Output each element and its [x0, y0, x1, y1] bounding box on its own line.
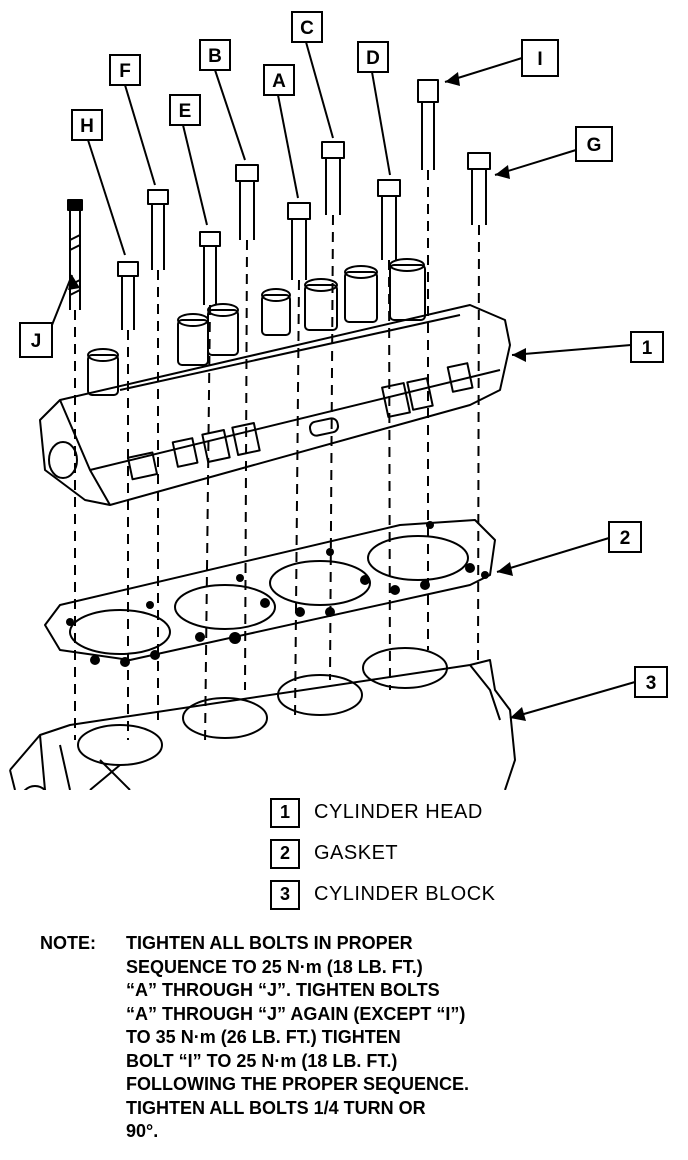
callout-box-g	[575, 126, 613, 162]
note-line: FOLLOWING THE PROPER SEQUENCE.	[126, 1074, 470, 1094]
callout-label-2: 2	[620, 528, 631, 549]
alignment-lines	[74, 170, 480, 746]
legend-number-box: 2	[270, 838, 300, 869]
note-text: TIGHTEN ALL BOLTS IN PROPER	[126, 933, 413, 953]
callout-label-b: B	[208, 46, 222, 67]
legend-label: GASKET	[314, 842, 399, 864]
cylinder-head-drawing	[39, 258, 511, 506]
gasket-drawing	[44, 519, 496, 667]
callout-box-c	[291, 11, 323, 43]
callout-label-i: I	[537, 49, 542, 70]
callout-label-d: D	[366, 48, 380, 69]
callout-box-1	[630, 331, 664, 363]
note-line: NOTE: TIGHTEN ALL BOLTS IN PROPER	[40, 932, 660, 956]
legend-number-box: 3	[270, 879, 300, 910]
note-line: “A” THROUGH “J” AGAIN (EXCEPT “I”)	[126, 1003, 466, 1024]
legend-item: 2 GASKET	[270, 833, 590, 874]
callout-box-j	[19, 322, 53, 358]
callout-box-2	[608, 521, 642, 553]
note-line: SEQUENCE TO 25 N·m (18 LB. FT.)	[126, 956, 423, 977]
callout-label-c: C	[300, 18, 314, 39]
exploded-engine-diagram: H F E B A C D I G J 1 2 3	[9, 11, 668, 790]
callout-box-h	[71, 109, 103, 141]
legend-item: 1 CYLINDER HEAD	[270, 792, 590, 833]
legend-label: CYLINDER HEAD	[314, 801, 483, 823]
note-line: BOLT “I” TO 25 N·m (18 LB. FT.)	[126, 1050, 398, 1071]
legend: 1 CYLINDER HEAD 2 GASKET 3 CYLINDER BLOC…	[270, 792, 590, 915]
note-line: TO 35 N·m (26 LB. FT.) TIGHTEN	[126, 1027, 401, 1047]
callout-label-h: H	[80, 116, 94, 137]
bolts-drawing	[67, 79, 491, 330]
note-line: TIGHTEN ALL BOLTS 1/4 TURN OR	[126, 1097, 426, 1118]
note-line: 90°.	[126, 1121, 159, 1141]
callout-label-1: 1	[642, 338, 653, 359]
callout-label-a: A	[272, 71, 286, 92]
callout-box-f	[109, 54, 141, 86]
torque-note: NOTE: TIGHTEN ALL BOLTS IN PROPER SEQUENC…	[40, 932, 660, 1144]
legend-label: CYLINDER BLOCK	[314, 883, 496, 905]
callout-box-b	[199, 39, 231, 71]
note-line: “A” THROUGH “J”. TIGHTEN BOLTS	[126, 980, 440, 1000]
callout-label-g: G	[587, 135, 602, 156]
callout-box-i	[521, 39, 559, 77]
callout-box-d	[357, 41, 389, 73]
callout-label-3: 3	[646, 673, 657, 694]
callout-box-e	[169, 94, 201, 126]
callout-label-f: F	[119, 61, 131, 82]
legend-item: 3 CYLINDER BLOCK	[270, 874, 590, 915]
callout-box-a	[263, 64, 295, 96]
note-prefix: NOTE:	[40, 933, 96, 953]
callout-label-j: J	[31, 331, 42, 352]
cylinder-block-drawing	[9, 647, 516, 790]
callout-box-3	[634, 666, 668, 698]
callout-label-e: E	[179, 101, 192, 122]
legend-number-box: 1	[270, 797, 300, 828]
